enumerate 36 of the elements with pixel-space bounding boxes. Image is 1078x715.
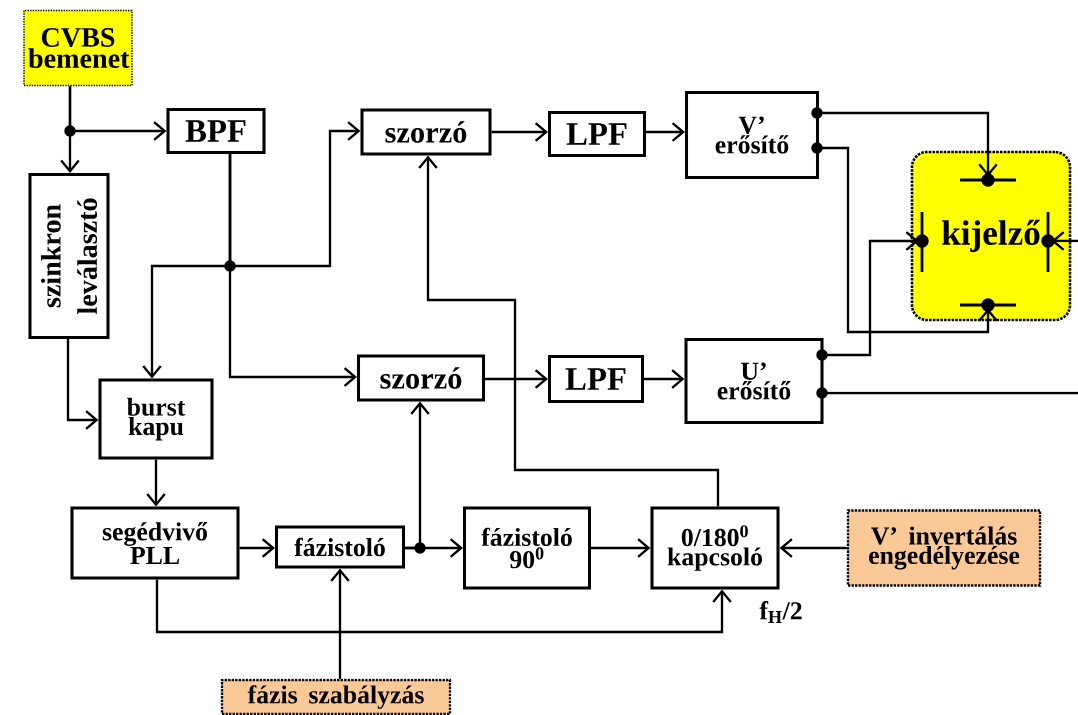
arrow [591,538,651,558]
edge-label: f$_{H}$/2 [758,599,804,625]
process-box: segédvivő PLL [70,506,240,580]
arrow [155,579,732,634]
arrow [491,122,548,142]
arrow [418,155,720,507]
arrow [405,538,463,558]
arrow [819,111,998,177]
process-box: V’ erősítő [684,91,823,180]
process-box: 0/180$^{0}$ kapcsoló [650,506,780,590]
arrow [819,146,998,334]
process-box: U’ erősítő [684,338,828,425]
arrow [66,339,99,430]
process-box: szorzó [360,108,492,156]
arrow [330,568,350,679]
control-box: fázis szabályzás [220,678,452,715]
arrow [485,369,548,389]
arrow [60,86,80,173]
process-box: szorzó [356,354,486,402]
process-box: LPF [547,355,645,404]
control-box: V’ invertálás engedélyezése [846,509,1042,587]
arrow [646,122,685,142]
process-box: LPF [547,111,647,158]
arrow [228,154,357,387]
process-box: szinkron leválasztó [28,172,110,340]
process-box: fázistoló 90$^{0}$ [462,506,592,590]
arrow [644,369,685,389]
process-box: fázistoló [274,525,406,569]
arrow [779,538,847,558]
arrow [146,459,166,507]
arrow [239,538,275,558]
input-box: CVBS bemenet [23,9,133,87]
process-box: BPF [166,108,266,155]
arrow [1051,231,1078,251]
display-box: kijelző [910,150,1072,322]
process-box: burst kapu [98,378,214,460]
